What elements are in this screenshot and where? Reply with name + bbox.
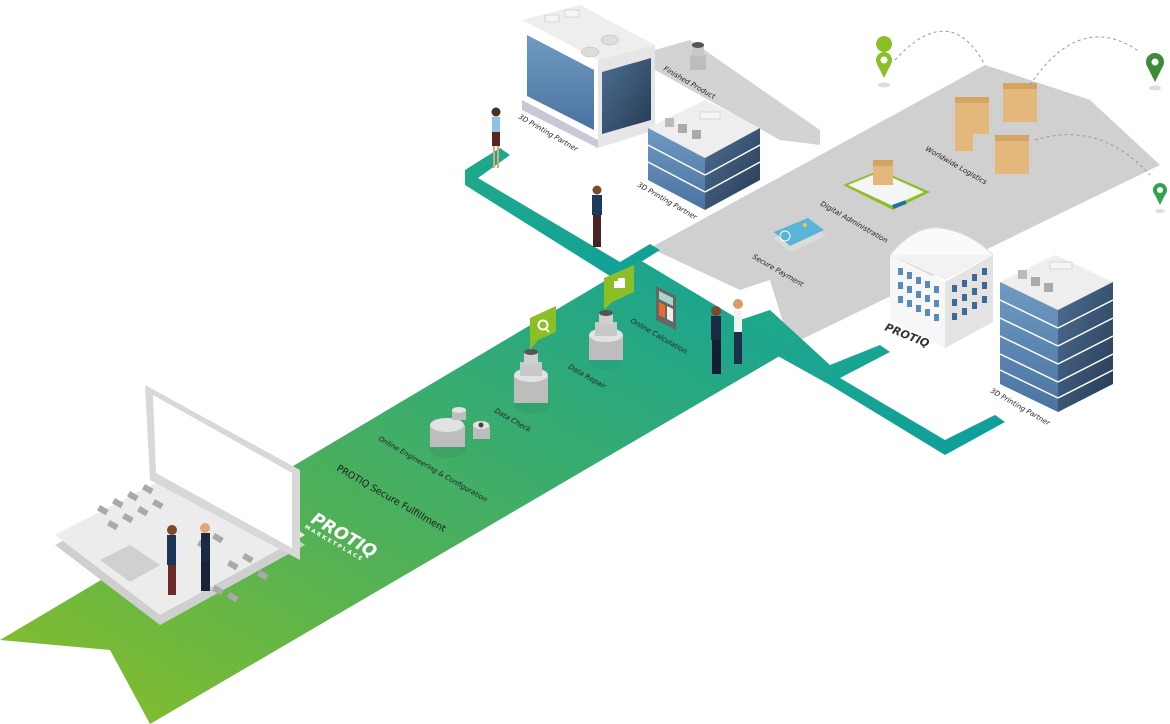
package-icon — [955, 83, 1037, 174]
credit-card-icon — [773, 218, 826, 252]
printing-partner-building-1 — [522, 5, 655, 148]
protiq-building — [889, 227, 994, 348]
main-fulfilment-ribbon — [0, 260, 790, 724]
engineering-parts-icon — [430, 407, 490, 458]
person-woman — [491, 107, 501, 168]
finished-product-icon — [690, 42, 706, 70]
services-platform — [650, 65, 1160, 345]
people-consulting — [167, 523, 210, 595]
route-line-2 — [1029, 36, 1141, 86]
location-pin-icon — [1153, 183, 1167, 213]
calculator-icon — [656, 286, 676, 330]
clipboard-icon — [843, 160, 930, 210]
location-pin-icon — [1146, 53, 1164, 91]
printing-partner-building-3 — [999, 255, 1114, 412]
route-line-1 — [894, 30, 986, 66]
person-man — [592, 185, 602, 247]
route-line-3 — [1034, 134, 1151, 176]
data-check-part — [514, 349, 550, 413]
trackpad — [100, 545, 160, 582]
partner-path-lower — [740, 310, 1005, 455]
printing-partner-building-2 — [647, 100, 761, 210]
location-pin-icon — [876, 36, 893, 88]
laptop — [55, 385, 305, 625]
thumbs-up-icon — [604, 265, 634, 310]
people-handshake — [711, 299, 743, 374]
search-icon — [530, 306, 556, 350]
data-repair-part — [588, 310, 624, 370]
